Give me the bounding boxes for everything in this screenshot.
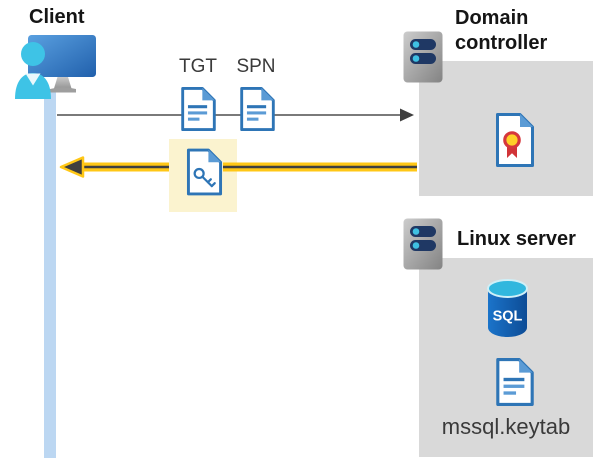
tgt-label: TGT <box>179 56 217 77</box>
request-arrowhead <box>400 108 414 122</box>
client-label: Client <box>29 6 85 28</box>
person-body <box>15 73 51 99</box>
person-head <box>21 42 45 66</box>
keytab-document-icon <box>495 357 535 407</box>
monitor-stand <box>53 77 72 90</box>
tgt-document-icon <box>180 86 217 132</box>
certificate-icon <box>496 113 534 167</box>
sql-database-icon: SQL <box>487 279 528 337</box>
spn-label: SPN <box>236 56 276 77</box>
person-collar <box>25 73 41 86</box>
domain-controller-server-icon <box>403 31 443 83</box>
certificate-seal <box>503 131 521 149</box>
domain-controller-label: Domain controller <box>455 7 548 54</box>
client-lifeline <box>44 90 56 458</box>
key-document-icon <box>186 148 223 196</box>
response-arrowhead <box>59 156 85 178</box>
linux-server-label: Linux server <box>457 228 576 250</box>
client-user-monitor-icon <box>15 35 96 99</box>
response-arrow <box>59 156 417 178</box>
monitor-icon <box>28 35 96 77</box>
key-glyph <box>193 167 216 188</box>
monitor-base <box>50 87 76 93</box>
request-arrow <box>57 108 414 122</box>
sql-text: SQL <box>493 309 523 325</box>
spn-document-icon <box>239 86 276 132</box>
linux-server-server-icon <box>403 218 443 270</box>
keytab-filename: mssql.keytab <box>441 414 571 439</box>
